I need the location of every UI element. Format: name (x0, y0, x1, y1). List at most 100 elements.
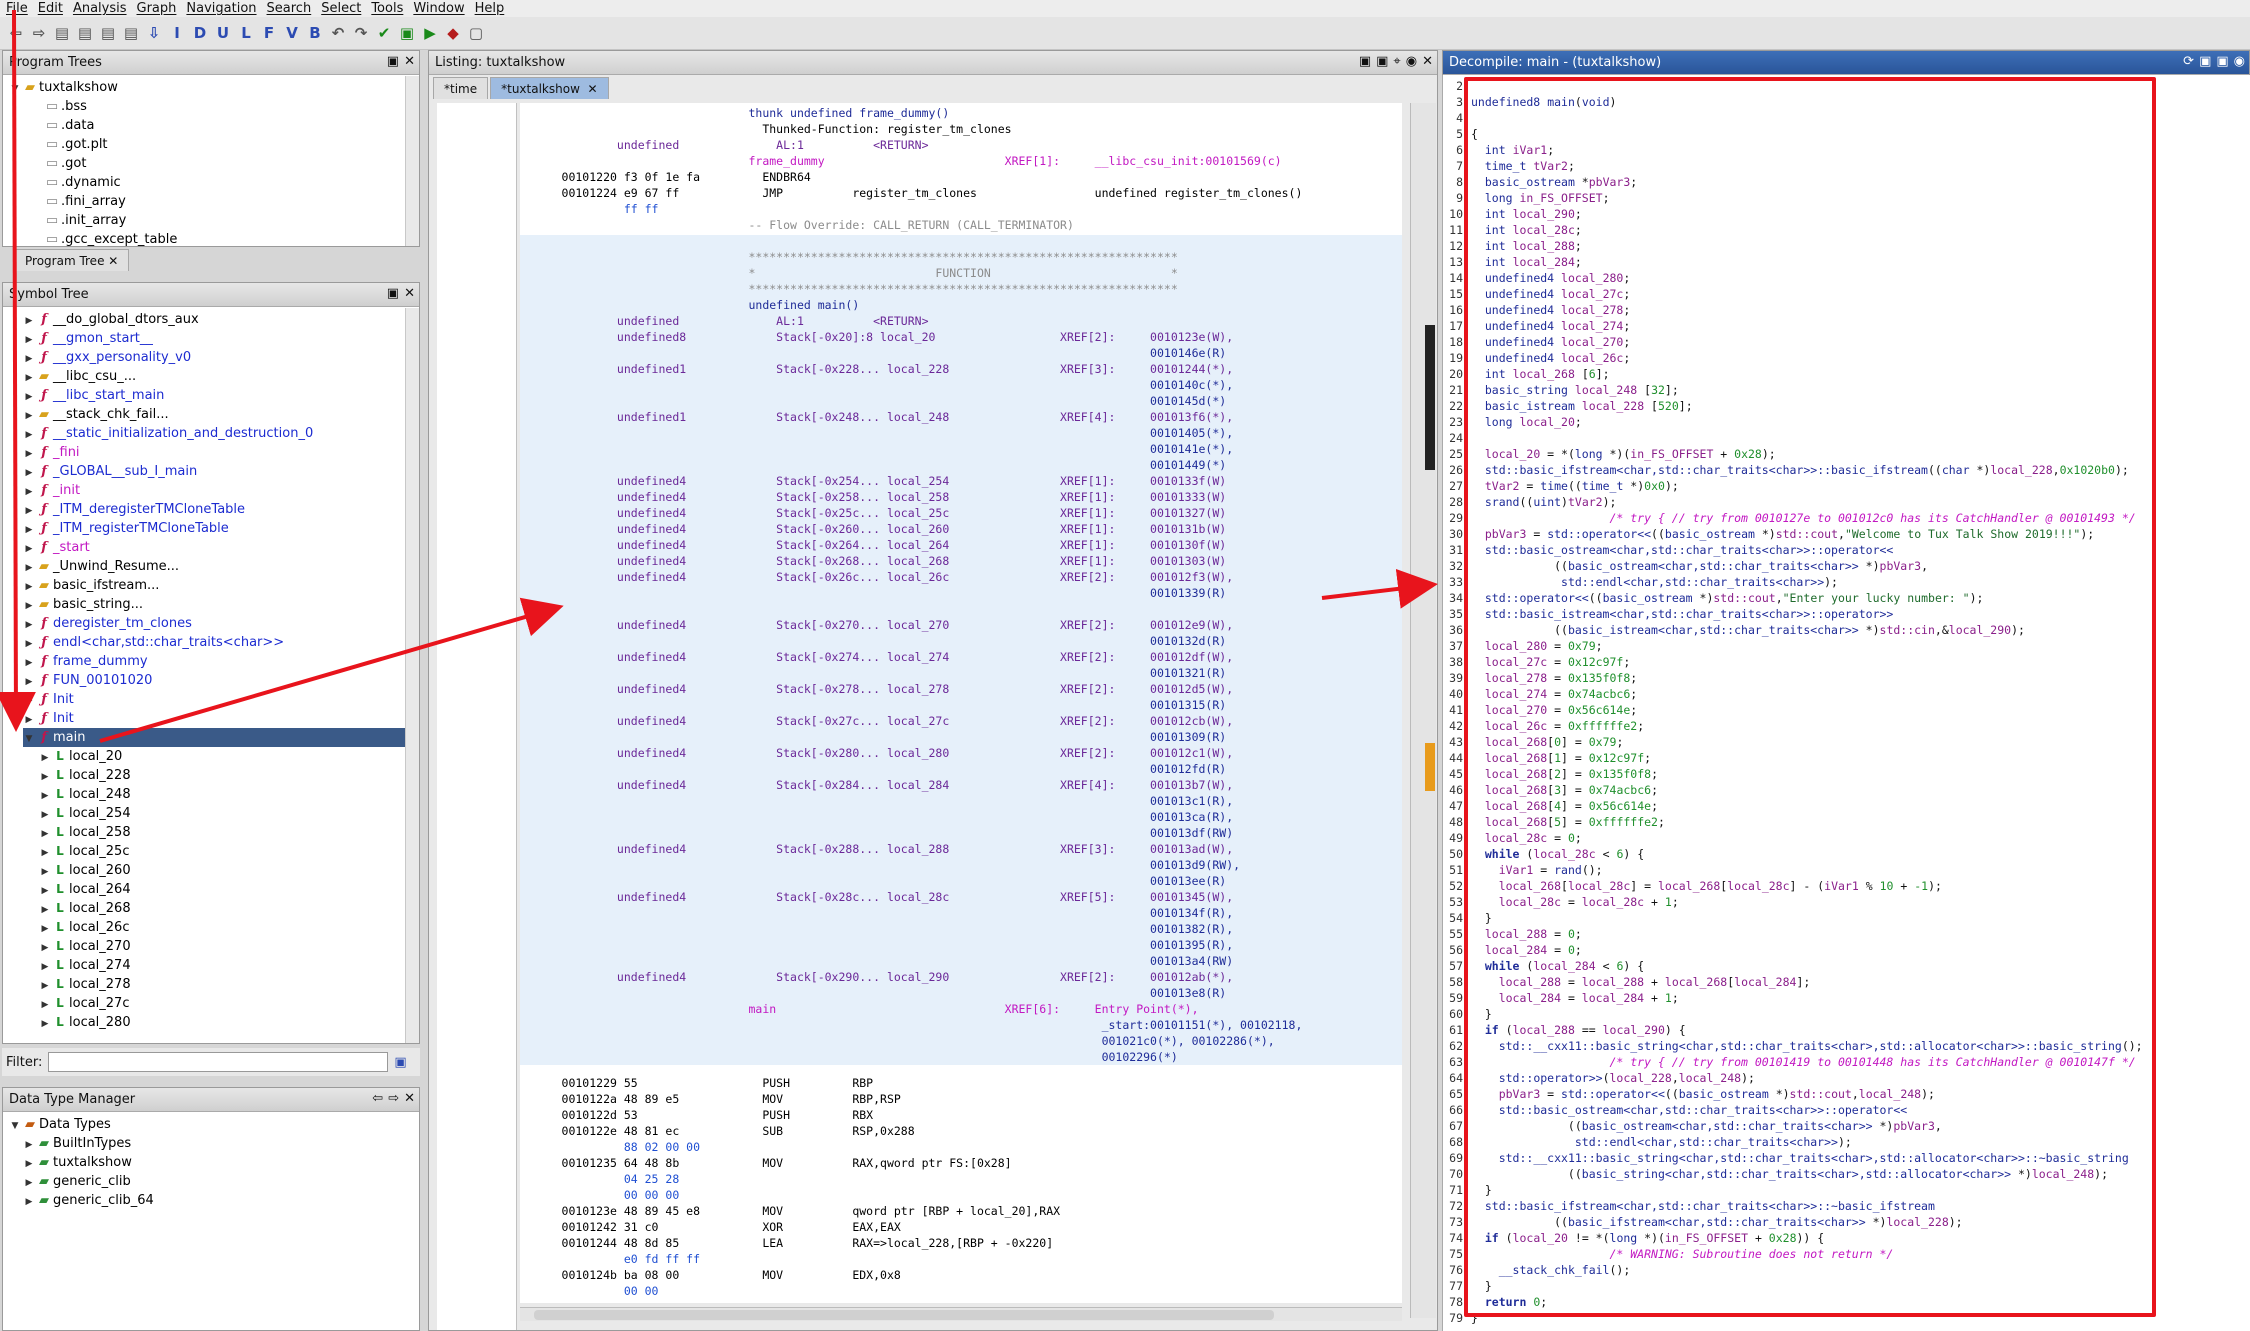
listing-hscroll[interactable] (520, 1307, 1402, 1321)
window-icon[interactable]: ▢ (468, 24, 484, 42)
close-icon[interactable]: ✕ (404, 54, 415, 69)
menu-item[interactable]: Edit (37, 1, 63, 16)
v-icon[interactable]: V (286, 24, 298, 42)
redo-icon[interactable]: ↷ (354, 24, 368, 42)
new-icon[interactable]: ▣ (386, 286, 400, 301)
sidebar-item-symbol[interactable]: ▶f_start (23, 538, 419, 557)
expand-icon[interactable]: ▶ (41, 772, 49, 782)
tree-item[interactable]: ▭.dynamic (9, 173, 419, 192)
sidebar-item-symbol[interactable]: ▶f__do_global_dtors_aux (23, 310, 419, 329)
run-icon[interactable]: ▶ (424, 24, 436, 42)
tree-root[interactable]: ▼▰Data Types (9, 1115, 419, 1134)
sidebar-item-symbol[interactable]: ▶▰basic_ifstream... (23, 576, 419, 595)
menu-item[interactable]: Window (413, 1, 465, 16)
tab-tuxtalkshow[interactable]: *tuxtalkshow ✕ (490, 77, 609, 99)
sidebar-item-symbol[interactable]: ▶ƒ__libc_start_main (23, 386, 419, 405)
folder-icon[interactable]: ▣ (386, 54, 400, 69)
script-icon[interactable]: ▣ (399, 24, 415, 42)
close-icon[interactable]: ✕ (404, 1091, 415, 1106)
expand-icon[interactable]: ▶ (41, 829, 49, 839)
expand-icon[interactable]: ▶ (25, 1178, 33, 1188)
expand-icon[interactable]: ▶ (25, 1197, 33, 1207)
expand-icon[interactable]: ▶ (41, 905, 49, 915)
expand-icon[interactable]: ▶ (25, 563, 33, 573)
back-icon[interactable]: ⇦ (9, 24, 23, 42)
expand-icon[interactable]: ▶ (25, 392, 33, 402)
expand-icon[interactable]: ▶ (41, 791, 49, 801)
l-icon[interactable]: L (241, 24, 251, 42)
tree-item[interactable]: ▶▰BuiltInTypes (9, 1134, 419, 1153)
expand-icon[interactable]: ▶ (41, 962, 49, 972)
expand-icon[interactable]: ▶ (25, 1159, 33, 1169)
collapse-icon[interactable]: ▼ (25, 734, 33, 744)
expand-icon[interactable]: ▶ (41, 886, 49, 896)
tree-item[interactable]: ▶▰generic_clib_64 (9, 1191, 419, 1210)
expand-icon[interactable]: ▶ (25, 677, 33, 687)
sidebar-item-symbol[interactable]: ▶ƒ__gmon_start__ (23, 329, 419, 348)
close-icon[interactable]: ✕ (108, 253, 119, 268)
expand-icon[interactable]: ▶ (25, 620, 33, 630)
tree-item[interactable]: ▭.bss (9, 97, 419, 116)
nav-icon[interactable]: ▤ (77, 24, 93, 42)
tree-item[interactable]: ▭.init_array (9, 211, 419, 230)
tree-root[interactable]: ▼▰tuxtalkshow (9, 78, 419, 97)
nav-icon[interactable]: ▤ (123, 24, 139, 42)
expand-icon[interactable]: ▶ (41, 753, 49, 763)
sidebar-item-symbol[interactable]: ▶ƒ_ITM_deregisterTMCloneTable (23, 500, 419, 519)
export-icon[interactable]: ▣ (2216, 54, 2229, 69)
b-icon[interactable]: B (309, 24, 321, 42)
cursor-icon[interactable]: ⌖ (1393, 54, 1401, 69)
tab-program-tree[interactable]: Program Tree ✕ (14, 249, 130, 271)
expand-icon[interactable]: ▶ (25, 639, 33, 649)
tree-item[interactable]: ▭.data (9, 116, 419, 135)
sidebar-item-symbol[interactable]: ▶▰__libc_csu_... (23, 367, 419, 386)
paste-icon[interactable]: ▣ (1376, 54, 1389, 69)
expand-icon[interactable]: ▶ (25, 601, 33, 611)
i-icon[interactable]: I (174, 24, 180, 42)
sidebar-item-symbol[interactable]: ▶▰basic_string... (23, 595, 419, 614)
expand-icon[interactable]: ▶ (25, 525, 33, 535)
copy-icon[interactable]: ▣ (2199, 54, 2212, 69)
d-icon[interactable]: D (193, 24, 207, 42)
expand-icon[interactable]: ▶ (41, 810, 49, 820)
expand-icon[interactable]: ▶ (25, 544, 33, 554)
expand-icon[interactable]: ▶ (25, 373, 33, 383)
filter-input[interactable] (48, 1052, 389, 1072)
expand-icon[interactable]: ▶ (25, 316, 33, 326)
sidebar-item-symbol[interactable]: ▶f__static_initialization_and_destructio… (23, 424, 419, 443)
f-icon[interactable]: F (263, 24, 275, 42)
forward-icon[interactable]: ⇨ (32, 24, 46, 42)
tree-item[interactable]: ▶▰tuxtalkshow (9, 1153, 419, 1172)
expand-icon[interactable]: ▶ (25, 430, 33, 440)
refresh-icon[interactable]: ⟳ (2183, 54, 2195, 69)
expand-icon[interactable]: ▶ (25, 449, 33, 459)
filter-options-icon[interactable]: ▣ (394, 1054, 407, 1070)
nav-icon[interactable]: ▤ (54, 24, 70, 42)
scrollbar[interactable] (405, 308, 419, 1043)
close-icon[interactable]: ✕ (1422, 54, 1433, 69)
scrollbar[interactable] (405, 76, 419, 246)
menu-item[interactable]: Select (321, 1, 362, 16)
menu-item[interactable]: Tools (371, 1, 404, 16)
tree-item[interactable]: ▭.fini_array (9, 192, 419, 211)
close-icon[interactable]: ✕ (404, 286, 415, 301)
check-icon[interactable]: ✔ (377, 24, 391, 42)
menu-item[interactable]: Search (266, 1, 312, 16)
expand-icon[interactable]: ▶ (41, 848, 49, 858)
close-icon[interactable]: ✕ (587, 81, 598, 96)
camera-icon[interactable]: ◉ (1405, 54, 1418, 69)
